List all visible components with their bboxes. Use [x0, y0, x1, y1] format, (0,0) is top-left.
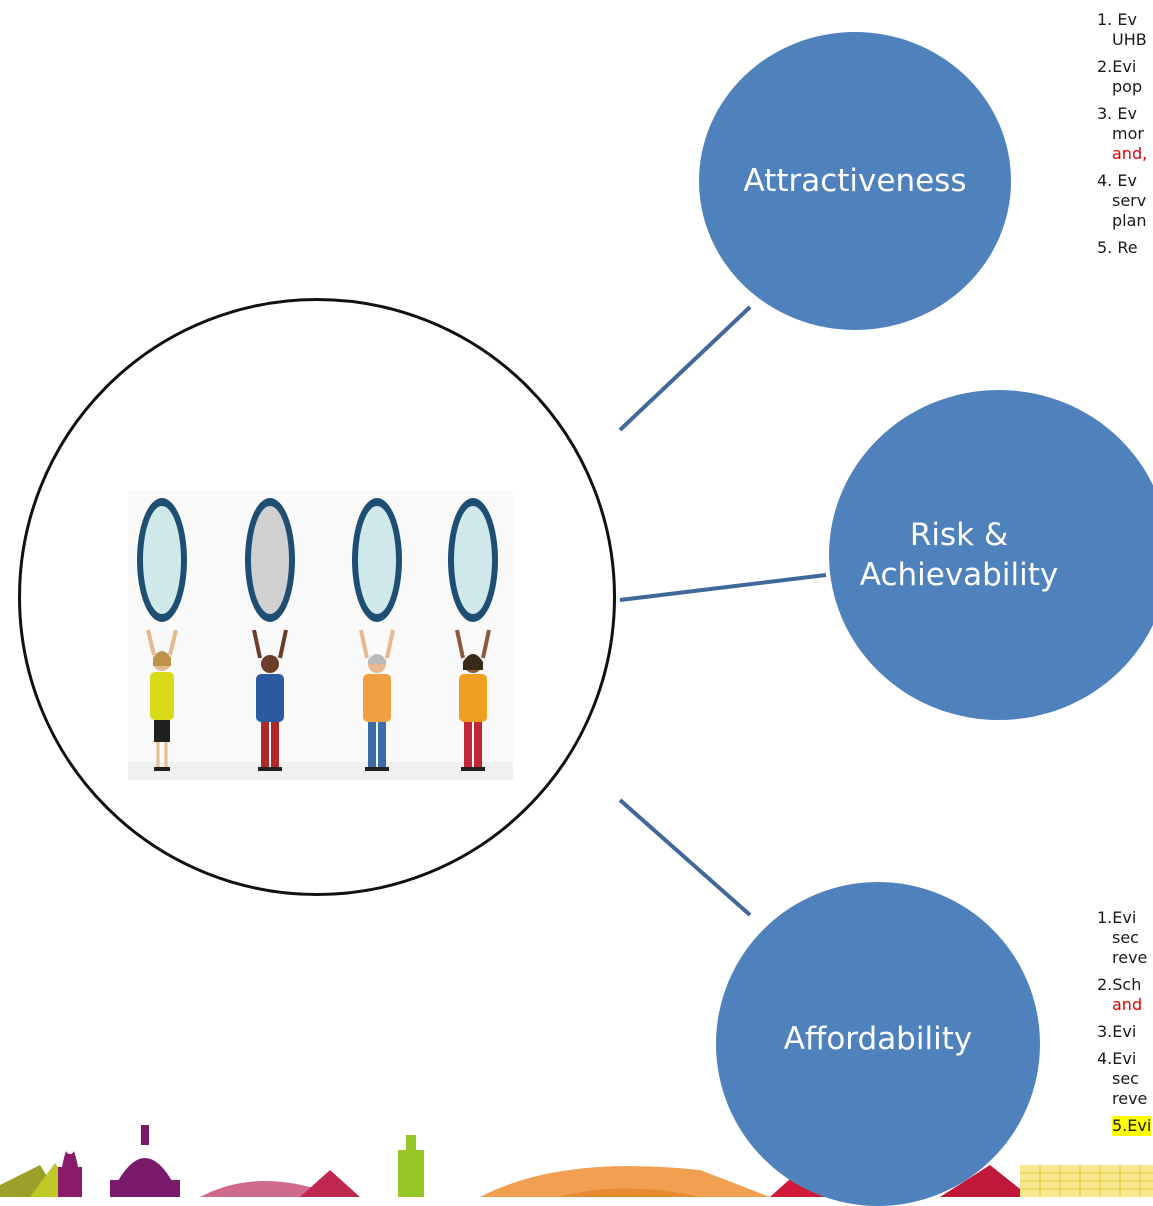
connector-attractiveness [618, 305, 752, 432]
attractiveness-item-5: 5. Re [1097, 238, 1138, 257]
attractiveness-item-3: 3. Ev [1097, 104, 1137, 123]
attractiveness-item-1-cont: UHB [1112, 30, 1147, 49]
attractiveness-item-4-cont2: plan [1112, 211, 1147, 230]
figure-patient-outcomes [137, 498, 187, 771]
figure-population-health [245, 498, 295, 771]
risk-achievability-bubble: Risk & Achievability [829, 390, 1153, 720]
affordability-label: Affordability [783, 1021, 973, 1057]
attractiveness-item-3-note: and, [1112, 144, 1148, 163]
affordability-item-1-cont: sec [1112, 928, 1139, 947]
figure-integrated-care [352, 498, 402, 771]
figure-great-place-to-work [448, 498, 498, 771]
affordability-bubble: Affordability [716, 882, 1040, 1206]
affordability-item-2-note: and [1112, 995, 1143, 1014]
attractiveness-item-3-cont: mor [1112, 124, 1144, 143]
attractiveness-item-4: 4. Ev [1097, 171, 1137, 190]
affordability-item-5: 5.Evi [1112, 1116, 1152, 1136]
sign-fill-1 [143, 506, 181, 614]
attractiveness-item-2-cont: pop [1112, 77, 1143, 96]
attractiveness-item-4-cont: serv [1112, 191, 1147, 210]
attractiveness-item-2: 2.Evi [1097, 57, 1137, 76]
connector-risk [619, 573, 827, 602]
sign-fill-2 [251, 506, 289, 614]
affordability-item-2: 2.Sch [1097, 975, 1142, 994]
attractiveness-label: Attractiveness [743, 163, 967, 199]
attractiveness-bubble: Attractiveness [699, 32, 1011, 330]
risk-label-line2: Achievability [859, 557, 1059, 593]
affordability-item-3: 3.Evi [1097, 1022, 1137, 1041]
city-skyline-decoration [0, 1125, 1153, 1197]
sign-fill-3 [358, 506, 396, 614]
affordability-item-4-cont2: reve [1112, 1089, 1148, 1108]
affordability-item-4-cont: sec [1112, 1069, 1139, 1088]
affordability-item-1-cont2: reve [1112, 948, 1148, 967]
sign-fill-4 [454, 506, 492, 614]
affordability-item-1: 1.Evi [1097, 908, 1137, 927]
figures-illustration [128, 490, 513, 780]
risk-label-line1: Risk & [909, 517, 1009, 553]
connector-affordability [618, 798, 752, 917]
affordability-item-4: 4.Evi [1097, 1049, 1137, 1068]
attractiveness-item-1: 1. Ev [1097, 10, 1137, 29]
